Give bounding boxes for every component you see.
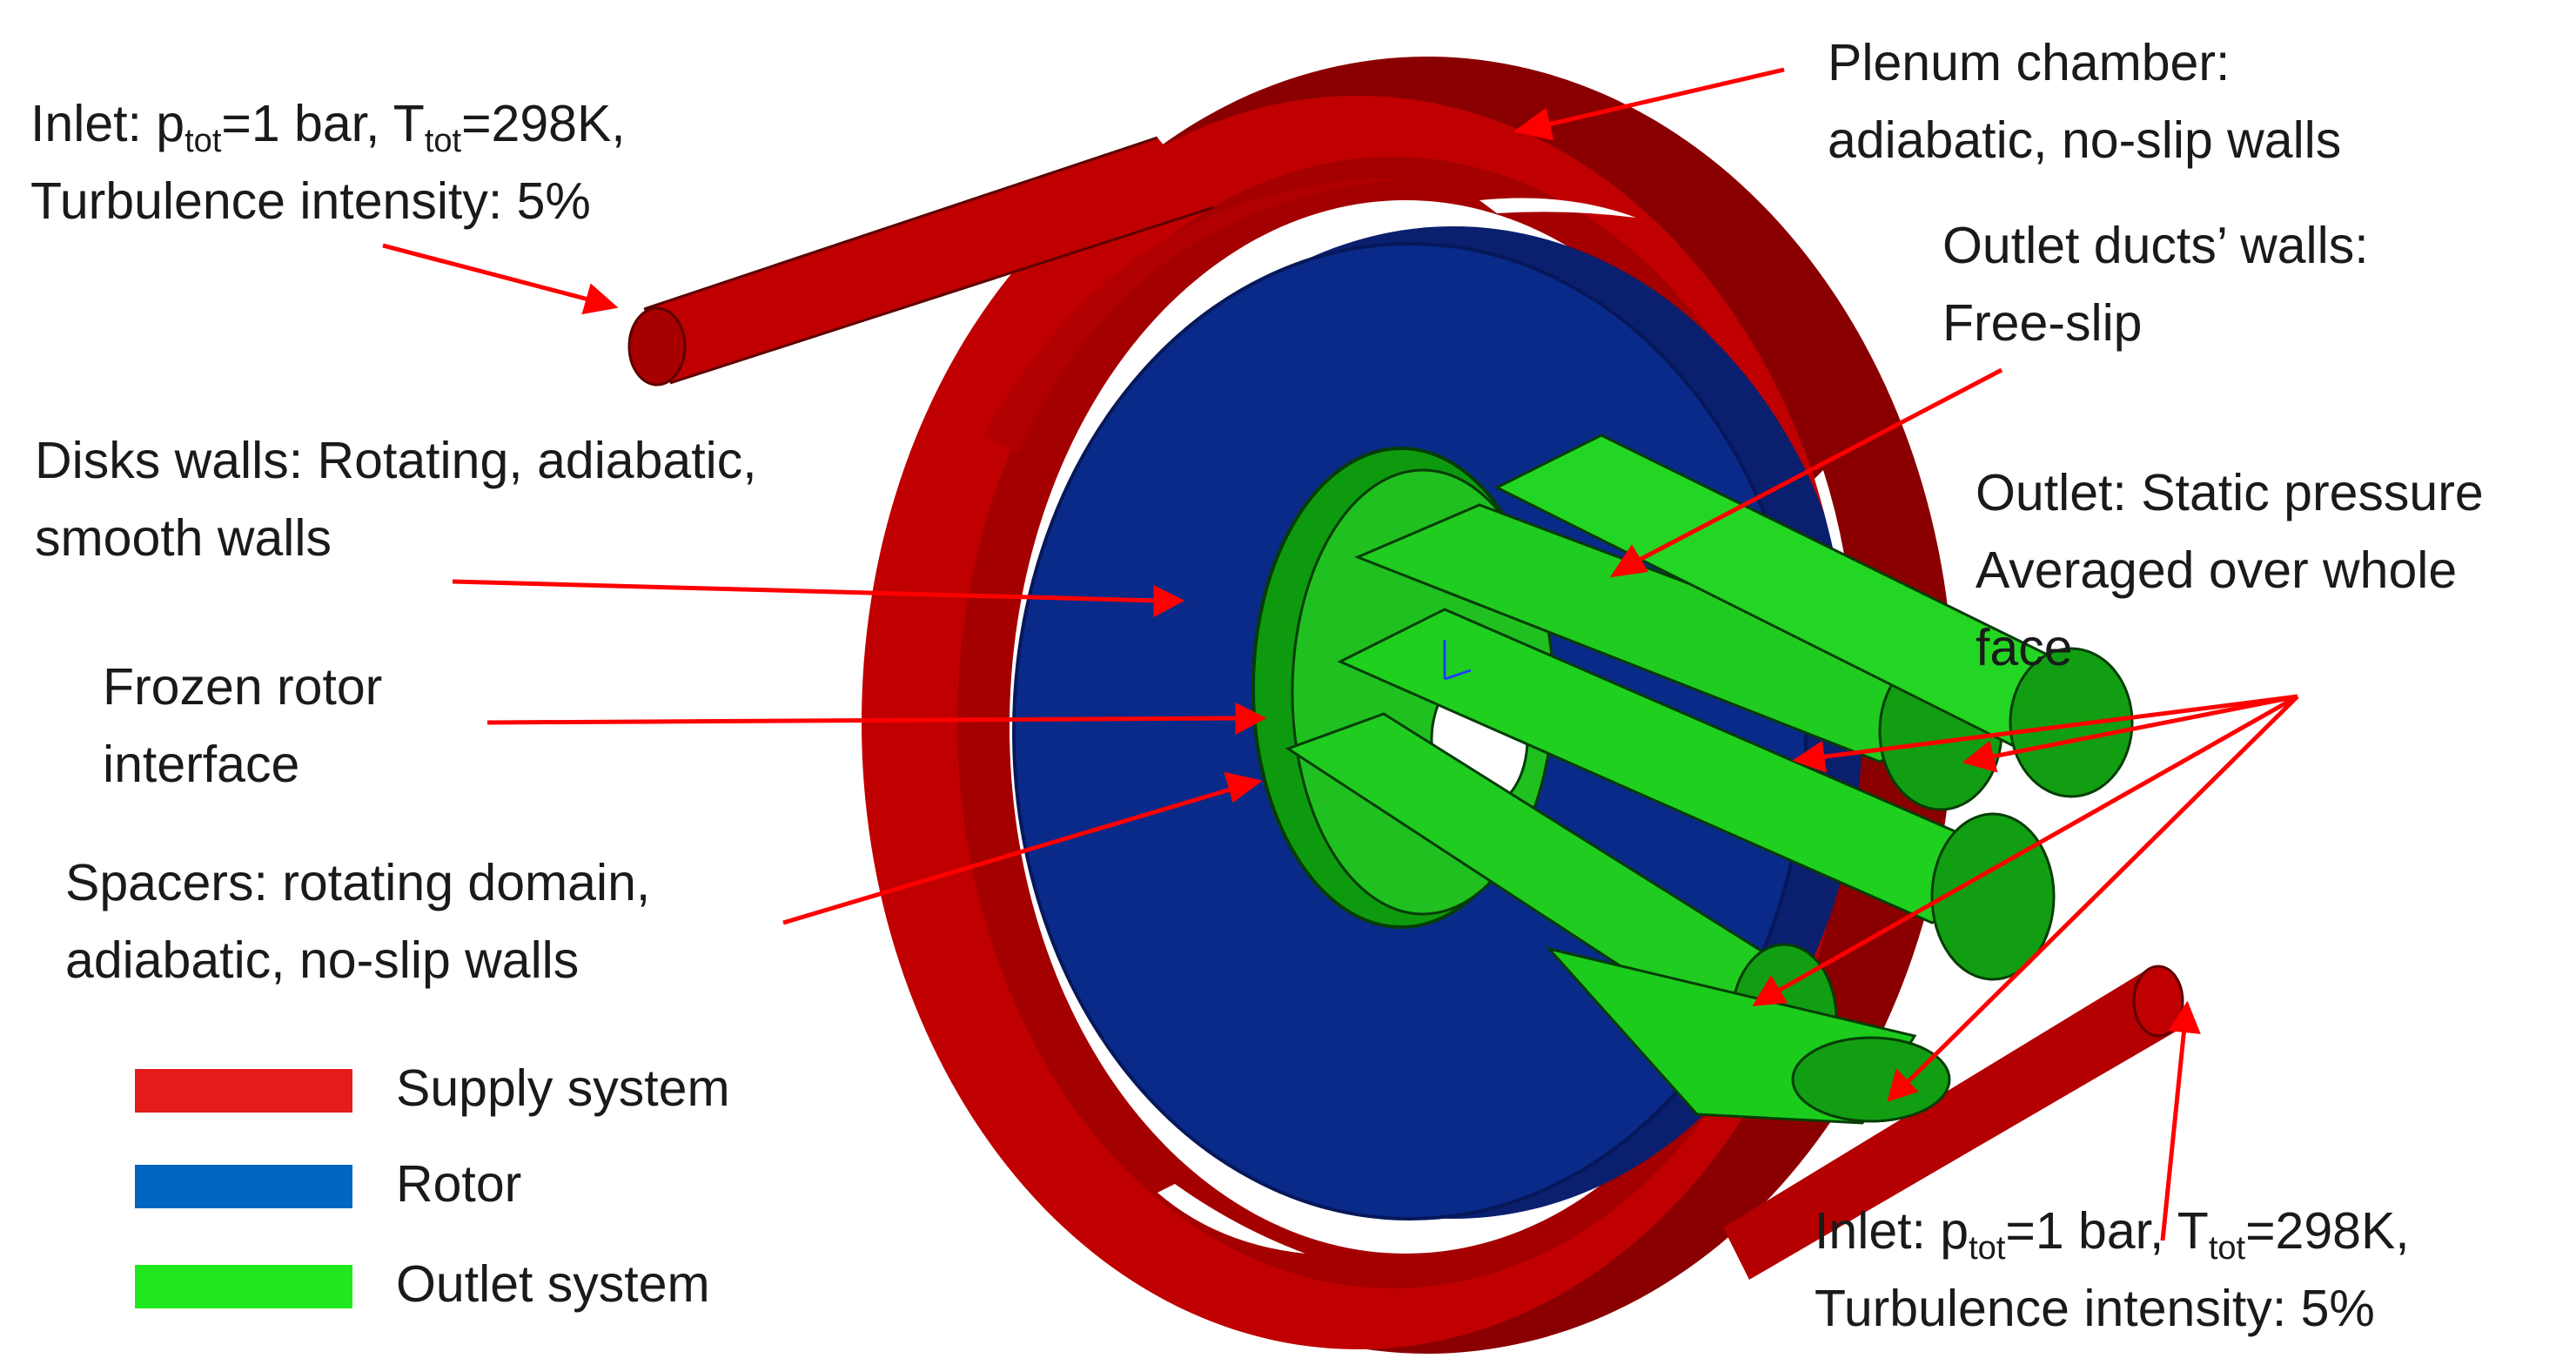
plenum-slot-top (1479, 198, 1636, 218)
inlet-pipe-bottom (1723, 971, 2176, 1280)
annotation-arrows (382, 67, 2299, 1241)
plenum-inner-lip (983, 178, 1410, 453)
legend-swatch-rotor (135, 1165, 352, 1208)
legend-label-rotor: Rotor (396, 1155, 522, 1213)
inlet-bottom-line2: Turbulence intensity: 5% (1815, 1280, 2375, 1337)
legend-swatch-outlet (135, 1265, 352, 1308)
inlet-top-line1: Inlet: ptot=1 bar, Ttot=298K, (30, 95, 626, 159)
inlet-pipe-top-end (627, 306, 687, 387)
inlet-pipe-bottom-end (2132, 965, 2184, 1038)
outlet-label: Outlet: Static pressure Averaged over wh… (1976, 464, 2484, 676)
inlet-bottom-label: Inlet: ptot=1 bar, Ttot=298K, Turbulence… (1815, 1193, 2410, 1348)
frozen-rotor-label: Frozen rotor interface (103, 658, 383, 793)
axis-triad (1443, 640, 1472, 681)
plenum-slot-bottom (1157, 1184, 1305, 1254)
legend-label-supply: Supply system (396, 1059, 730, 1117)
inlet-top-label: Inlet: ptot=1 bar, Ttot=298K, Turbulence… (30, 85, 626, 240)
disks-label: Disks walls: Rotating, adiabatic, smooth… (35, 432, 757, 567)
spacers-label: Spacers: rotating domain, adiabatic, no-… (65, 854, 651, 989)
legend-label-outlet: Outlet system (396, 1255, 710, 1313)
inlet-top-line2: Turbulence intensity: 5% (30, 172, 591, 230)
legend-swatch-supply (135, 1069, 352, 1113)
inlet-bottom-line1: Inlet: ptot=1 bar, Ttot=298K, (1815, 1202, 2410, 1267)
plenum-label: Plenum chamber: adiabatic, no-slip walls (1828, 34, 2342, 169)
inlet-pipe-top (644, 138, 1214, 383)
outlet-ducts (1285, 434, 2134, 1125)
outlet-ducts-label: Outlet ducts’ walls: Free-slip (1942, 217, 2369, 352)
